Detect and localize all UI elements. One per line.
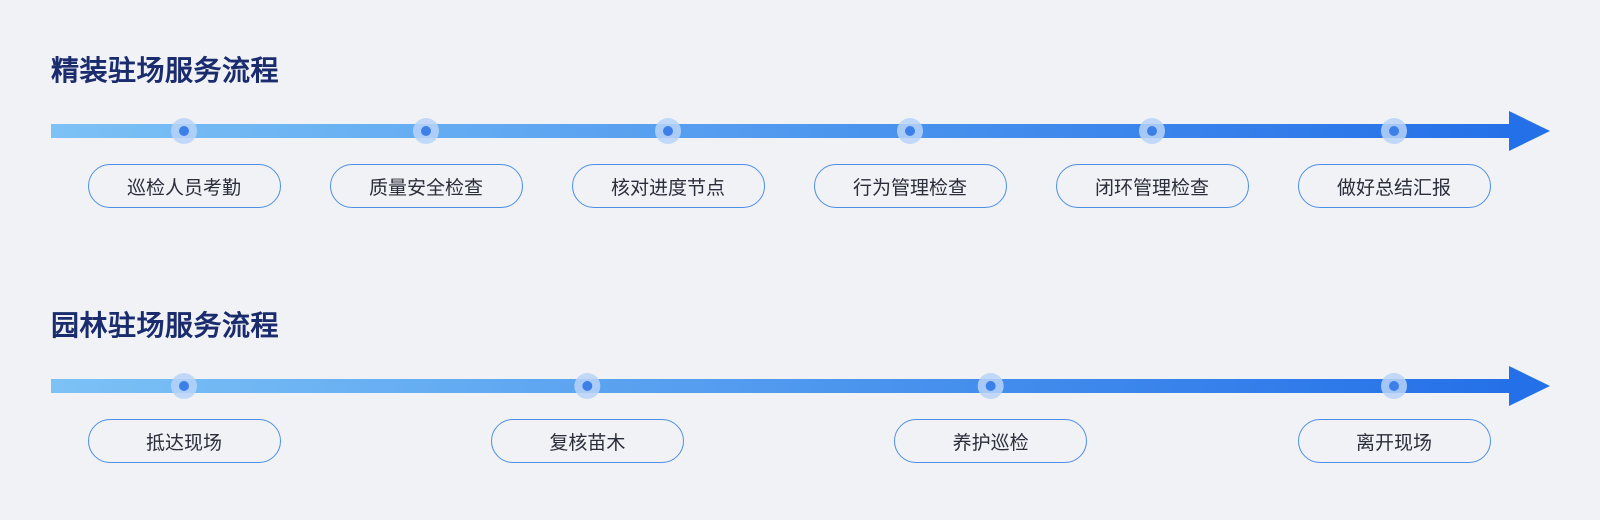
timeline-bar [51, 379, 1512, 393]
node-dot-icon [905, 126, 915, 136]
node-dot-icon [1389, 381, 1399, 391]
arrow-head-icon [1509, 111, 1550, 151]
node-dot-icon [179, 126, 189, 136]
step-pill: 行为管理检查 [813, 164, 1007, 208]
node-dot-icon [421, 126, 431, 136]
step-pill: 闭环管理检查 [1055, 164, 1249, 208]
step-pill: 离开现场 [1297, 419, 1491, 463]
step-pill: 做好总结汇报 [1297, 164, 1491, 208]
fitout-service-flow: 精装驻场服务流程 巡检人员考勤 质量安全检查 核对进度节点 行为管理检查 闭环管理检查 做… [0, 42, 1600, 212]
landscape-flow-title: 园林驻场服务流程 [51, 309, 280, 342]
node-dot-icon [582, 381, 593, 391]
step-pill: 抵达现场 [87, 419, 281, 463]
fitout-timeline [51, 111, 1550, 151]
node-dot-icon [1147, 126, 1157, 136]
step-pill: 质量安全检查 [329, 164, 523, 208]
landscape-steps: 抵达现场 复核苗木 养护巡检 离开现场 [0, 297, 1600, 467]
step-pill: 巡检人员考勤 [87, 164, 281, 208]
step-pill: 复核苗木 [490, 419, 684, 463]
step-pill: 核对进度节点 [571, 164, 765, 208]
node-dot-icon [663, 126, 673, 136]
node-dot-icon [179, 381, 189, 391]
arrow-head-icon [1509, 366, 1550, 406]
landscape-timeline [51, 366, 1550, 406]
fitout-flow-title: 精装驻场服务流程 [51, 54, 280, 87]
step-pill: 养护巡检 [894, 419, 1088, 463]
fitout-steps: 巡检人员考勤 质量安全检查 核对进度节点 行为管理检查 闭环管理检查 做好总结汇报 [0, 42, 1600, 212]
node-dot-icon [985, 381, 996, 391]
node-dot-icon [1389, 126, 1399, 136]
landscape-service-flow: 园林驻场服务流程 抵达现场 复核苗木 养护巡检 离开现场 [0, 297, 1600, 467]
